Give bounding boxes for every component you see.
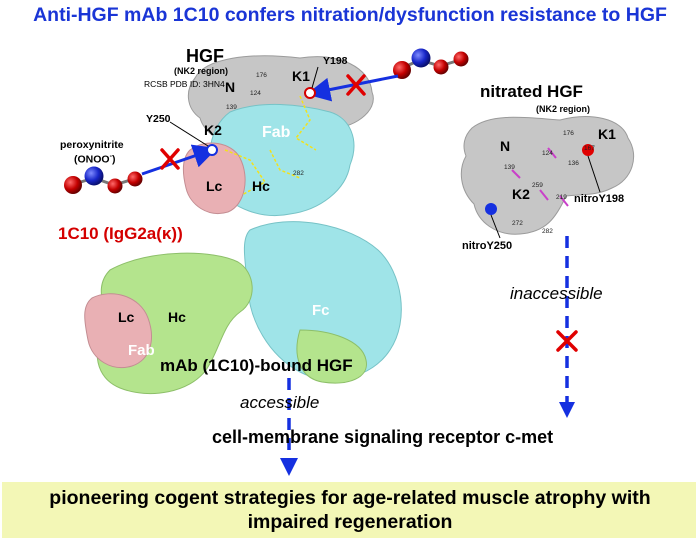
res-176-left: 176 [256,72,267,79]
res-272-right: 272 [512,220,523,227]
fab-top-label: Fab [262,124,290,142]
accessible-label: accessible [240,393,319,413]
lc-left-label: Lc [118,309,134,325]
res-282-left: 282 [293,170,304,177]
hgf-region: (NK2 region) [174,66,228,76]
hc-left-label: Hc [168,309,186,325]
lc-top-label: Lc [206,178,222,194]
res-139-left: 139 [226,104,237,111]
bound-hgf-label: mAb (1C10)-bound HGF [160,356,353,376]
domain-k1-left: K1 [292,68,310,84]
conclusion-text: pioneering cogent strategies for age-rel… [0,486,700,534]
domain-k1-right: K1 [598,126,616,142]
figure-title: Anti-HGF mAb 1C10 confers nitration/dysf… [0,4,700,27]
peroxynitrite-molecule-right [393,49,469,80]
nitro-y198-label: nitroY198 [574,193,624,205]
y250-leader [170,122,208,146]
domain-k2-left: K2 [204,122,222,138]
hc-top-label: Hc [252,178,270,194]
inaccessible-label: inaccessible [510,284,603,304]
pdb-id: RCSB PDB ID: 3HN4 [144,79,225,89]
res-176-right: 176 [563,130,574,137]
res-219-right: 219 [556,194,567,201]
fc-label: Fc [312,302,330,319]
residue-y198: Y198 [323,55,348,67]
nitro-y250-marker [485,203,497,215]
residue-y250: Y250 [146,113,171,125]
domain-n-left: N [225,79,235,95]
res-124-right: 124 [542,150,553,157]
inaccessible-arrowhead [559,402,575,418]
nitrated-hgf-region: (NK2 region) [536,104,590,114]
receptor-label: cell-membrane signaling receptor c-met [212,427,553,448]
nitro-y250-label: nitroY250 [462,240,512,252]
res-124-left: 124 [250,90,261,97]
hgf-name: HGF [186,46,224,67]
accessible-arrowhead [280,458,298,476]
res-282-right: 282 [542,228,553,235]
y250-marker [207,145,217,155]
domain-n-right: N [500,138,510,154]
conclusion-line-1: pioneering cogent strategies for age-rel… [0,486,700,510]
y198-marker [305,88,315,98]
peroxynitrite-formula: (ONOO-) [74,153,115,166]
res-139-right: 139 [504,164,515,171]
peroxynitrite-label: peroxynitrite [60,139,124,151]
antibody-name: 1C10 (IgG2a(κ)) [58,224,183,244]
domain-k2-right: K2 [512,186,530,202]
res-259-right: 259 [532,182,543,189]
nitrated-hgf-name: nitrated HGF [480,82,583,102]
fab-left-label: Fab [128,342,155,359]
res-167-right: 167 [584,145,595,152]
peroxynitrite-molecule-left [64,167,143,195]
conclusion-line-2: impaired regeneration [0,510,700,534]
res-136-right: 136 [568,160,579,167]
